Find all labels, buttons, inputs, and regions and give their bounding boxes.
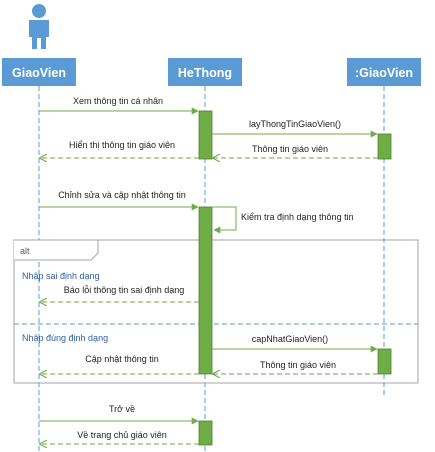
message-label: Thông tin giáo viên — [252, 144, 328, 154]
message-cap-nhat-thong-tin: Cập nhật thông tin — [40, 354, 199, 374]
message-chinh-sua: Chỉnh sửa và cập nhật thông tin — [39, 190, 199, 211]
message-cap-nhat-giao-vien: capNhatGiaoVien() — [212, 334, 378, 353]
activation-system-2 — [198, 206, 213, 375]
message-return-thong-tin-2: Thông tin giáo viên — [213, 360, 378, 374]
lifeline-system-label: HeThong — [178, 66, 232, 80]
message-label: Trở về — [109, 404, 135, 414]
message-xem-thong-tin: Xem thông tin cá nhân — [39, 96, 199, 115]
guard-label-valid: Nhập đúng định dạng — [22, 333, 108, 343]
message-label: capNhatGiaoVien() — [252, 334, 328, 344]
activation-object-2 — [377, 348, 392, 375]
message-label: Chỉnh sửa và cập nhật thông tin — [58, 190, 186, 200]
lifeline-header-system: HeThong — [168, 58, 242, 86]
message-ve-trang-chu: Về trang chủ giáo viên — [40, 430, 199, 444]
message-lay-thong-tin-giao-vien: layThongTinGiaoVien() — [212, 119, 378, 138]
message-label: Báo lỗi thông tin sai định dạng — [64, 285, 185, 295]
message-label: Cập nhật thông tin — [85, 354, 159, 364]
message-kiem-tra-dinh-dang: Kiểm tra định dạng thông tin — [212, 206, 354, 234]
activation-system-1 — [198, 110, 213, 160]
alt-fragment: alt Nhập sai định dạng Nhập đúng định dạ… — [13, 239, 419, 384]
lifeline-header-object: :GiaoVien — [347, 58, 421, 86]
message-label: layThongTinGiaoVien() — [249, 119, 341, 129]
guard-label-invalid: Nhập sai định dạng — [22, 271, 100, 281]
activation-system-3 — [198, 420, 213, 446]
message-hien-thi-thong-tin: Hiển thị thông tin giáo viên — [40, 140, 199, 158]
message-label: Hiển thị thông tin giáo viên — [69, 140, 175, 150]
message-return-thong-tin-1: Thông tin giáo viên — [213, 144, 378, 158]
message-label: Về trang chủ giáo viên — [77, 430, 167, 440]
alt-operator-label: alt — [20, 246, 30, 256]
message-label: Xem thông tin cá nhân — [73, 96, 163, 106]
lifeline-header-actor: GiaoVien — [2, 58, 76, 86]
message-tro-ve: Trở về — [39, 404, 199, 425]
activation-object-1 — [377, 133, 392, 160]
lifeline-actor-label: GiaoVien — [12, 66, 66, 80]
actor-person-icon — [29, 4, 49, 49]
message-label: Thông tin giáo viên — [260, 360, 336, 370]
message-label: Kiểm tra định dạng thông tin — [241, 212, 354, 222]
message-bao-loi: Báo lỗi thông tin sai định dạng — [40, 285, 199, 302]
lifeline-object-label: :GiaoVien — [355, 66, 413, 80]
